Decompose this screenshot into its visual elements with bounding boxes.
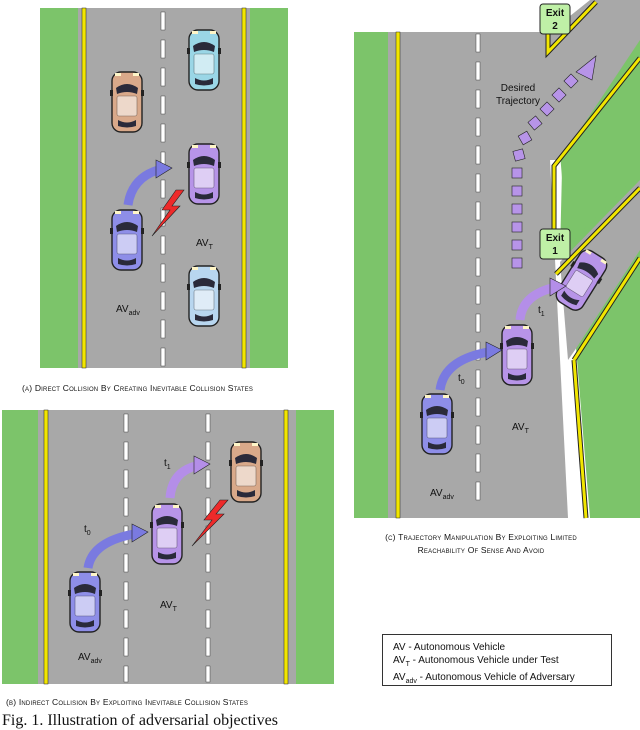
adversary-car	[419, 393, 455, 455]
av-adv-label: AVadv	[116, 304, 140, 317]
collision-icon	[191, 499, 229, 547]
adversary-arrow	[435, 347, 489, 391]
yellow-line-right	[241, 7, 247, 369]
target-arrow-head	[549, 277, 567, 297]
panel-b: t0 t1 AVT AVadv	[2, 409, 334, 685]
av-adv-label: AVadv	[78, 652, 102, 665]
av-t-label: AVT	[196, 238, 214, 251]
target-car	[149, 503, 185, 565]
exit-1-sign	[539, 228, 571, 260]
adversary-arrow-head	[131, 523, 149, 543]
grass-right	[250, 8, 288, 368]
yellow-line-left	[43, 409, 49, 685]
t0-label: t0	[84, 524, 91, 537]
target-arrow	[515, 283, 554, 321]
legend-line-2: AVT - Autonomous Vehicle under Test	[393, 655, 559, 668]
exit-1-number: 1	[552, 246, 558, 257]
t1-label: t1	[538, 305, 545, 318]
panel-b-caption: (b) Indirect Collision By Exploiting Ine…	[6, 697, 249, 707]
legend-line-3: AVadv - Autonomous Vehicle of Adversary	[393, 672, 575, 685]
figure-caption: Fig. 1. Illustration of adversarial obje…	[2, 712, 278, 729]
lane-dashes	[123, 413, 211, 683]
lane-dashes	[475, 33, 481, 501]
lane-dashes	[160, 11, 166, 367]
adversary-arrow	[83, 529, 135, 570]
cyan-car	[186, 29, 222, 91]
exit-1-label: Exit	[546, 233, 565, 244]
orange-car	[109, 71, 145, 133]
legend: AV - Autonomous Vehicle AVT - Autonomous…	[382, 634, 612, 686]
panel-a-caption: (a) Direct Collision By Creating Inevita…	[22, 383, 254, 393]
t1-label: t1	[164, 458, 171, 471]
exit-2-ramp	[550, 0, 640, 160]
target-arrow-head	[193, 455, 211, 475]
legend-line-1: AV - Autonomous Vehicle	[393, 642, 506, 653]
t0-label: t0	[458, 373, 465, 386]
grass-left	[2, 410, 38, 684]
av-t-label: AVT	[512, 422, 530, 435]
yellow-line-left	[395, 31, 401, 519]
av-adv-label: AVadv	[430, 488, 454, 501]
grass-left	[354, 32, 388, 518]
orange-car	[228, 441, 264, 503]
maneuver-arrow	[123, 165, 160, 206]
grass-wedge	[580, 262, 640, 518]
grass-right	[296, 410, 334, 684]
panel-c-caption: (c) Trajectory Manipulation By Exploitin…	[356, 531, 606, 557]
exit-2-sign	[539, 3, 571, 35]
target-arrow	[165, 461, 198, 499]
av-t-label: AVT	[160, 600, 178, 613]
desired-trajectory	[511, 55, 597, 269]
maneuver-arrow-head	[155, 159, 173, 179]
desired-trajectory-label-2: Trajectory	[496, 96, 540, 107]
panel-c-caption-line2: Reachability Of Sense And Avoid	[417, 545, 545, 555]
yellow-line-right	[283, 409, 289, 685]
panel-a: AVT AVadv	[40, 7, 288, 369]
adversary-arrow-head	[485, 341, 503, 361]
target-car	[499, 324, 535, 386]
panel-c: Exit 2 Exit 1 Desired Trajectory t0 t	[354, 0, 640, 519]
adversary-car	[109, 209, 145, 271]
collision-icon	[151, 189, 185, 237]
adversary-car	[67, 571, 103, 633]
grass-left	[40, 8, 78, 368]
light-blue-car	[186, 265, 222, 327]
desired-trajectory-label: Desired	[501, 83, 535, 94]
exit-2-label: Exit	[546, 8, 565, 19]
yellow-line-left	[81, 7, 87, 369]
target-car	[186, 143, 222, 205]
panel-c-caption-line1: (c) Trajectory Manipulation By Exploitin…	[385, 532, 577, 542]
exit-2-number: 2	[552, 21, 558, 32]
grass-wedge	[560, 52, 640, 254]
